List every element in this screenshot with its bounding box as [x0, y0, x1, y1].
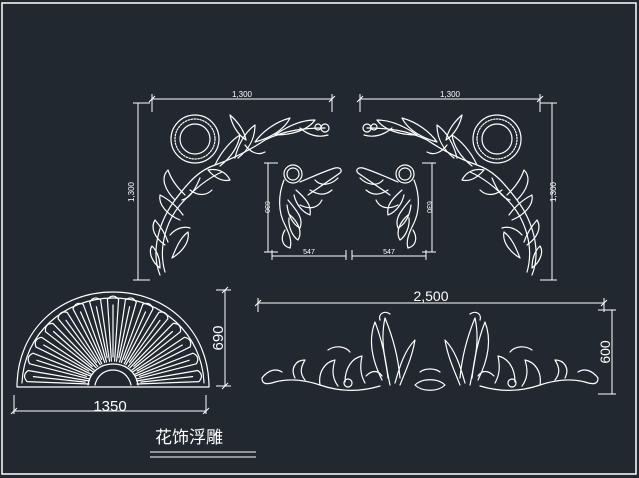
fan-petal-vein [133, 330, 174, 367]
fan-petal [23, 369, 90, 385]
dim-fan-height: 690 [210, 325, 227, 350]
dim-small-right-height: 630 [425, 201, 432, 213]
dim-small-right-width: 547 [383, 249, 395, 256]
drawing-title-block: 花饰浮雕 [150, 428, 256, 458]
fan-petal-vein [140, 376, 194, 383]
dim-frieze-height: 600 [597, 340, 613, 364]
fan-petal [129, 322, 182, 371]
fan-petal [72, 302, 106, 365]
fan-petal-vein [65, 319, 98, 363]
fan-petal [106, 295, 120, 362]
small-ornament-right: 630 547 [351, 162, 436, 260]
drawing-title: 花饰浮雕 [155, 428, 223, 448]
dim-small-left-height: 630 [263, 201, 270, 213]
fan-petal-vein [95, 306, 108, 359]
dim-top-left-width: 1,300 [232, 90, 253, 99]
fan-petal [136, 369, 203, 385]
fan-petal [132, 336, 192, 375]
fan-petal-vein [36, 359, 88, 377]
fan-petal [134, 352, 199, 380]
fan-petal [115, 297, 137, 363]
fan-petal-vein [136, 344, 183, 372]
fan-petal-vein [123, 311, 147, 360]
dim-top-right-height: 1,300 [549, 181, 558, 202]
fan-shell-ornament: 690 1350 [10, 286, 231, 415]
dim-top-right-width: 1,300 [440, 90, 461, 99]
frieze-ornament: 2,500 600 [254, 288, 616, 395]
fan-petal [27, 352, 92, 380]
fan-petal-vein [52, 330, 93, 367]
fan-petal [34, 336, 94, 375]
dim-fan-width: 1350 [93, 398, 126, 415]
fan-petal [120, 302, 154, 365]
fan-petal-vein [118, 306, 131, 359]
corner-ornament-top-right: 1,300 1,300 [356, 90, 558, 281]
fan-petal-vein [43, 344, 90, 372]
fan-petal-vein [79, 311, 103, 360]
fan-petal [44, 322, 97, 371]
fan-petal-vein [32, 376, 86, 383]
fan-petal [57, 311, 101, 368]
small-ornament-left: 630 547 [263, 162, 347, 260]
corner-ornament-top-left: 1,300 1,300 [127, 90, 336, 281]
fan-petal-vein [139, 359, 190, 377]
fan-petal-vein [128, 319, 161, 363]
dim-frieze-width: 2,500 [413, 288, 448, 304]
dim-top-left-height: 1,300 [127, 181, 136, 202]
fan-petal [125, 311, 169, 368]
dim-small-left-width: 547 [303, 249, 315, 256]
fan-petal [89, 297, 111, 363]
